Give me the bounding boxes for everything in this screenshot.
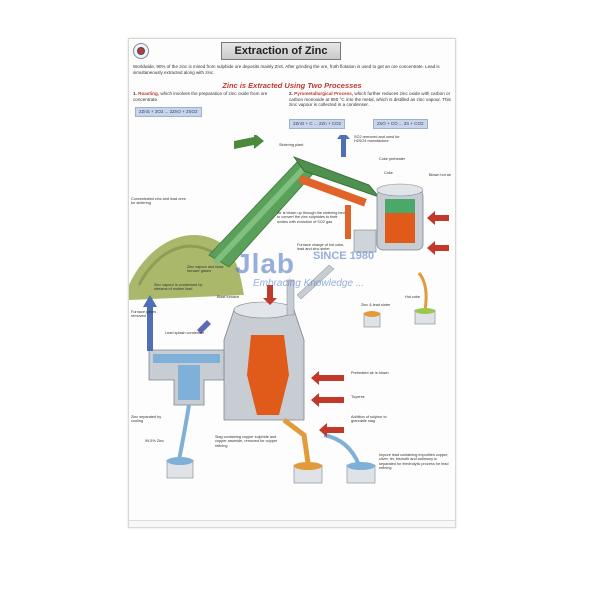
watermark-tagline: Embracing Knowledge ... [253, 278, 365, 289]
watermark-brand: Jlab [235, 248, 296, 279]
conveyor-top [213, 167, 305, 265]
condenser-inlet-arrow-icon [197, 320, 211, 334]
header: Extraction of Zinc [129, 39, 455, 63]
pyro-equation-1: 2ZnO + C ... 2Zn + CO2 [289, 119, 346, 129]
roasting-text: which involves the preparation of zinc o… [133, 91, 268, 102]
lead-pot-top [347, 462, 375, 470]
lead-stream [323, 433, 361, 466]
condenser-flow [153, 354, 220, 363]
poster: Extraction of Zinc Worldwide, 90% of the… [128, 38, 456, 528]
tuyeres-arrow-icon [311, 393, 344, 407]
label-preheated-air: Preheated air is blown [351, 371, 389, 375]
label-slag: Slag containing copper sulphide and copp… [215, 435, 278, 448]
label-zinc-vapour-condensed: Zinc vapour is condensed by streams of m… [154, 283, 203, 292]
zinc-stream [177, 404, 191, 461]
roasting-equation: 2ZnS + 3O2 ... 2ZnO + 2SO2 [135, 107, 202, 117]
label-tuyeres: Tuyeres [351, 395, 365, 399]
label-zinc-lead-sinter: Zinc & lead sinter [361, 303, 391, 307]
watermark-since: SINCE 1980 [313, 250, 375, 262]
so2-arrow-icon [337, 131, 350, 139]
label-coke: Coke [384, 171, 393, 175]
ore-pile-shade [137, 244, 215, 286]
label-blown-hot-air: Blown hot air [429, 173, 451, 177]
pyro-equation-2: ZnO + CO ... Zn + CO2 [373, 119, 428, 129]
charge-feed [296, 264, 335, 300]
label-zinc-purity: 99.5% Zinc [145, 439, 164, 443]
label-zinc-separated: Zinc separated by cooling [131, 415, 162, 424]
furnace-top [233, 301, 295, 319]
so2-pipe [341, 137, 346, 157]
roasting-number: 1. [133, 91, 137, 96]
furnace-molten [247, 335, 289, 415]
ore-feed-arrow-icon [234, 133, 264, 149]
intro-text: Worldwide, 90% of the zinc is mined from… [133, 64, 440, 75]
preheater-fire [385, 213, 415, 243]
condenser-channel [178, 365, 200, 400]
charge-pipe [286, 279, 295, 316]
label-so2-removed: SO2 removed and used for H2SO4 manufactu… [354, 135, 400, 144]
pyro-text: which further reduces zinc oxide with ca… [289, 91, 451, 108]
label-furnace-gases: Furnace gases removed [131, 310, 157, 319]
label-furnace-charge: Furnace charge of hot coke, lead and zin… [297, 243, 345, 252]
section-subtitle: Zinc is Extracted Using Two Processes [222, 81, 362, 90]
pyro-number: 2. [289, 91, 293, 96]
label-sulphur-addition: Addition of sulphur to granulate slag [351, 415, 387, 424]
label-sintering-plant: Sintering plant [279, 143, 304, 147]
charge-arrow-icon [263, 285, 277, 305]
logo-icon [133, 43, 149, 59]
hot-air-arrow-2-icon [427, 241, 449, 255]
hot-air-arrow-icon [427, 211, 449, 225]
roasting-section: 1. Roasting, which involves the preparat… [133, 91, 283, 102]
preheated-air-arrow-icon [311, 371, 344, 385]
sulphur-arrow-icon [319, 423, 344, 437]
sinter-chute [345, 205, 351, 239]
hot-coke-stream [417, 272, 428, 311]
label-lead-splash-condenser: Lead splash condenser [165, 331, 205, 335]
pyro-section: 2. Pyrometallurgical Process, which furt… [289, 91, 451, 108]
label-impure-lead: Impure lead containing impurities copper… [379, 453, 449, 471]
roasting-heading: Roasting, [138, 91, 160, 96]
label-air-blown: Air is blown up through the sintering be… [277, 211, 345, 224]
label-hot-coke: Hot coke [405, 295, 420, 299]
hot-coke-pot-top [415, 308, 435, 314]
label-zinc-vapour: Zinc vapour and blast furnace gases [187, 265, 224, 274]
process-illustration [129, 131, 449, 484]
gas-arrow-icon [143, 295, 157, 307]
charge-hopper [353, 229, 377, 253]
process-diagram: Concentrated zinc and lead ores for sint… [129, 131, 455, 495]
page-title: Extraction of Zinc [221, 42, 341, 60]
label-coke-preheater: Coke preheater [379, 157, 406, 161]
sinter-cup-top [364, 311, 380, 317]
label-concentrated-ore: Concentrated zinc and lead ores for sint… [131, 197, 186, 206]
slag-pot-top [294, 462, 322, 470]
zinc-pot-top [167, 457, 193, 465]
sinter-bed [298, 174, 367, 207]
gas-outlet-pipe [147, 303, 153, 351]
slag-stream [282, 418, 312, 471]
pyro-heading: Pyrometallurgical Process, [294, 91, 354, 96]
label-blast-furnace: Blast furnace [217, 295, 240, 299]
preheater-top [376, 183, 424, 197]
footer [129, 520, 455, 527]
preheater-coke [385, 199, 415, 213]
